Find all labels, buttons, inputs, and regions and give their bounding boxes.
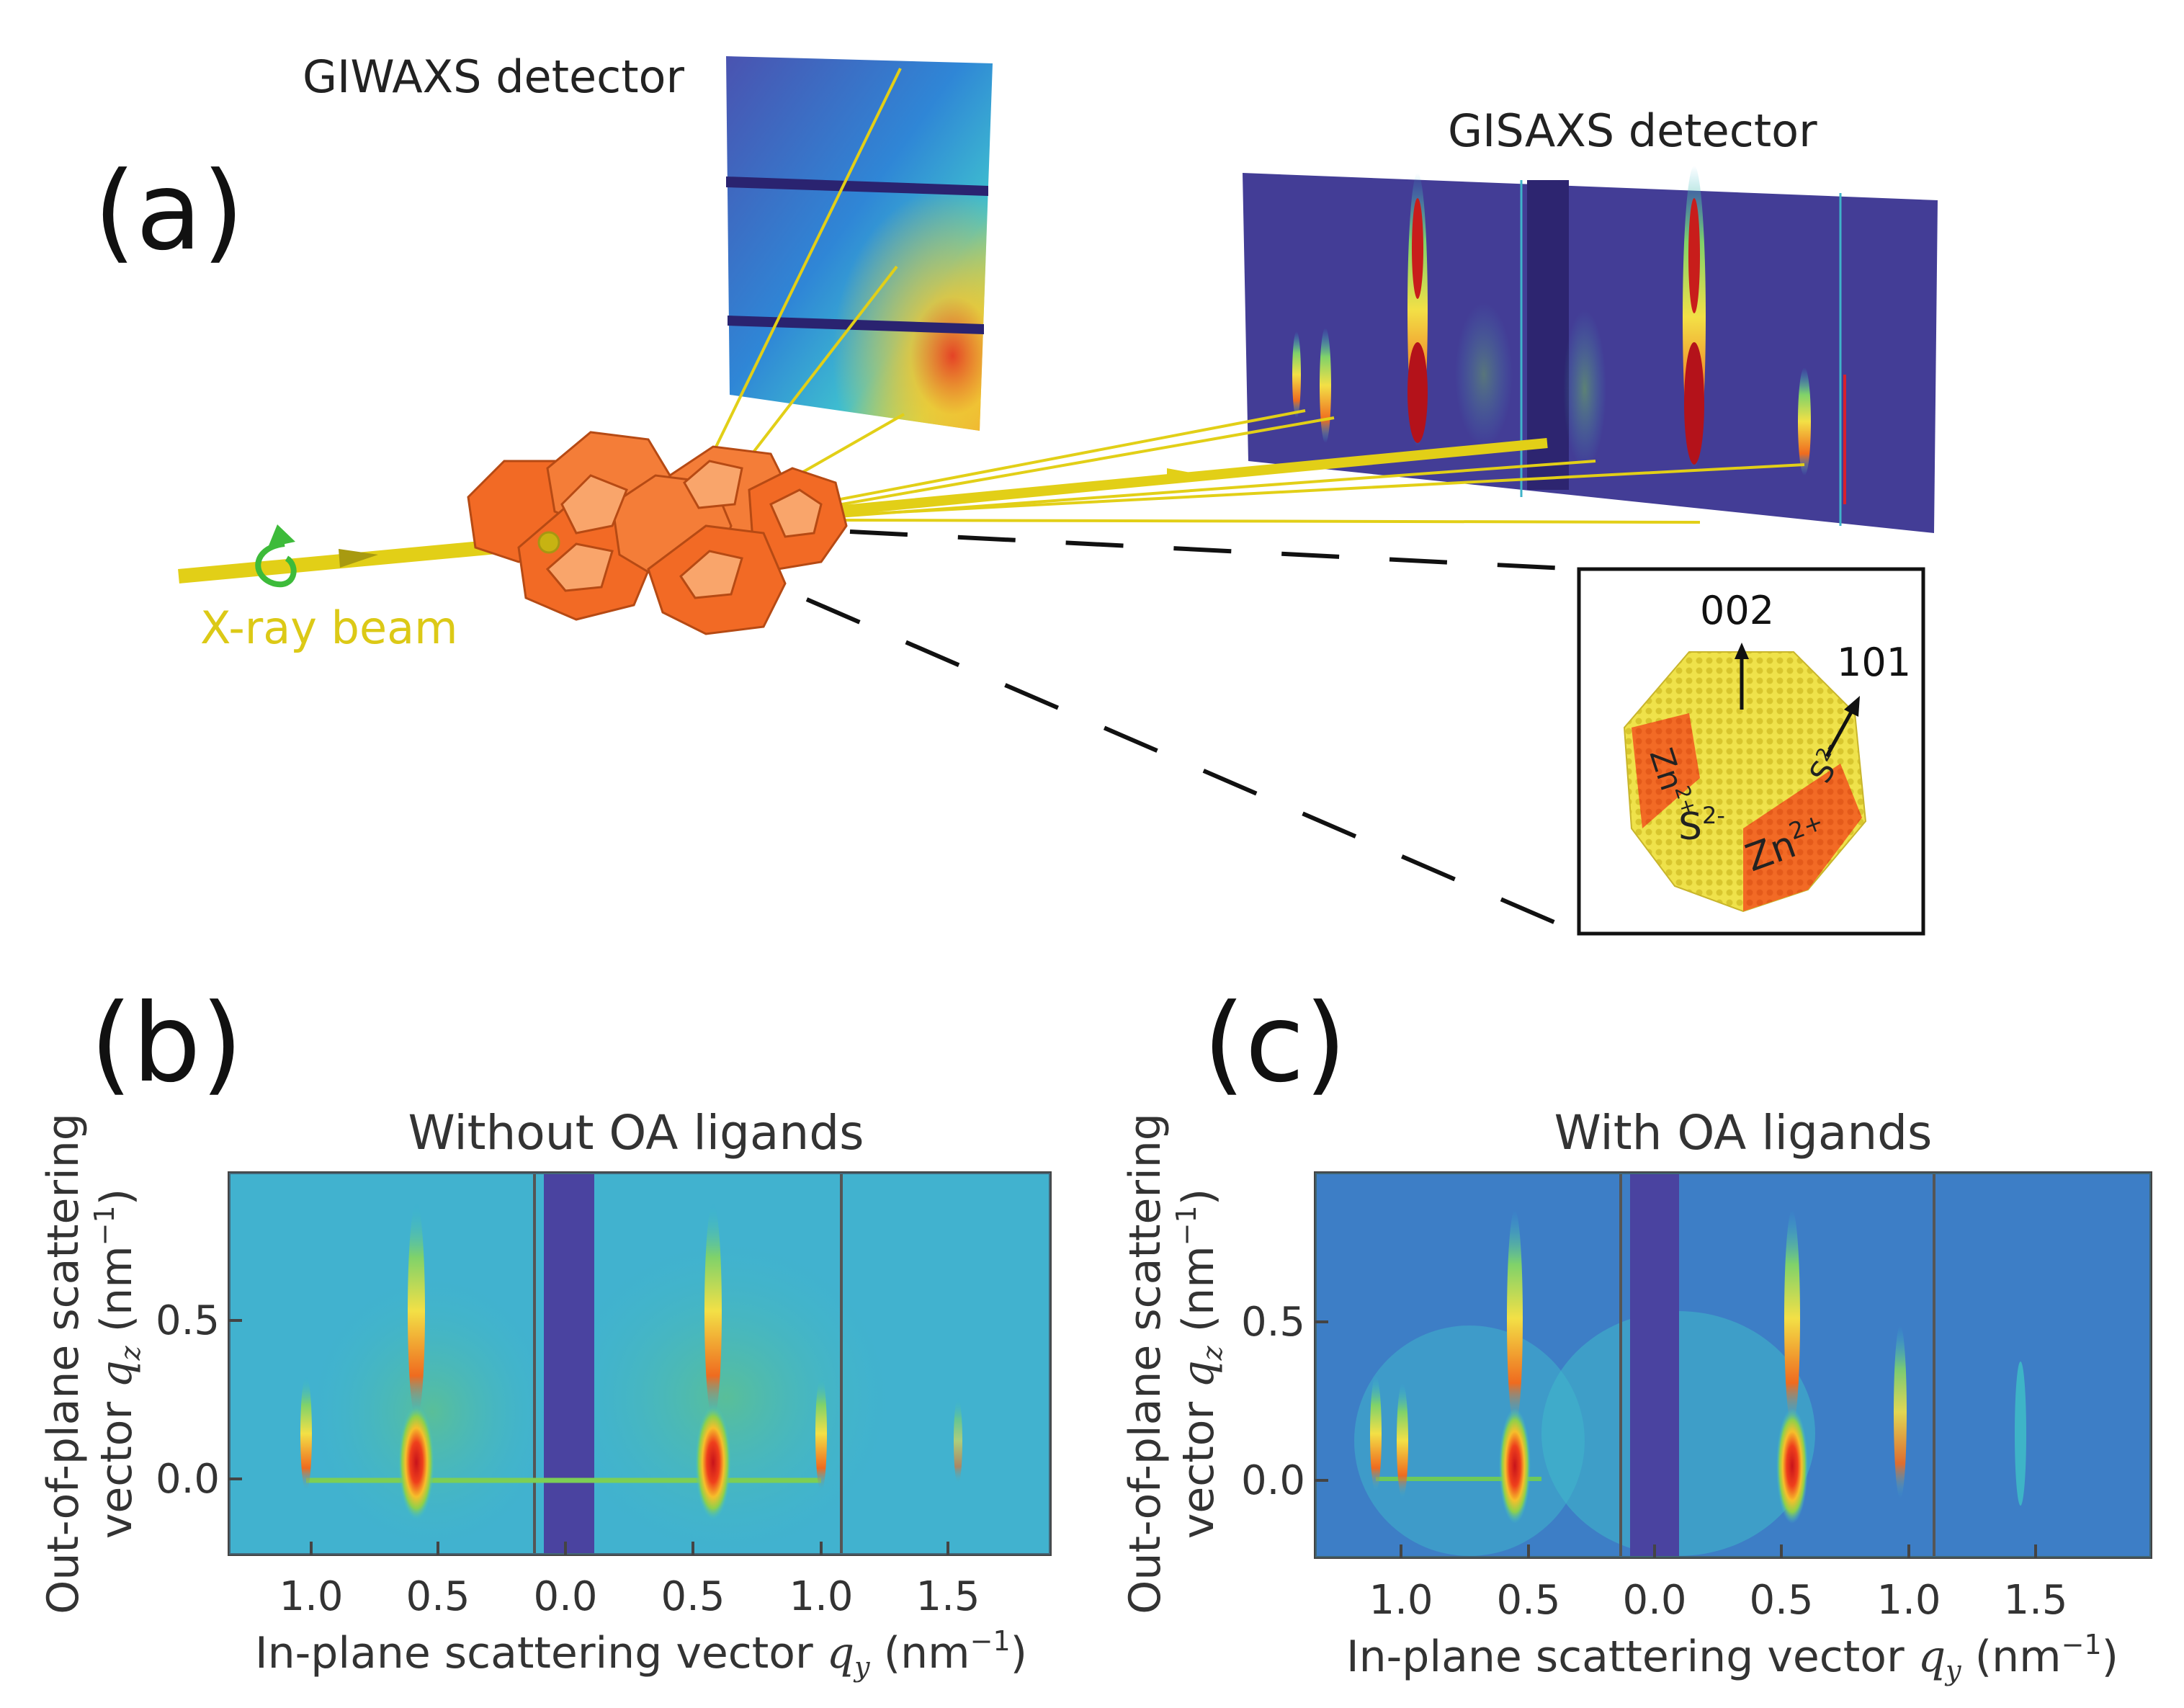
panel-a-label: (a) <box>94 149 244 274</box>
panel-c-plot <box>1314 1171 2152 1559</box>
beamstop <box>1527 180 1569 490</box>
svg-text:Out-of-plane scattering: Out-of-plane scattering <box>1120 1113 1171 1614</box>
panel-c-xtick: 1.5 <box>2003 1577 2067 1624</box>
panel-b-xtick: 0.5 <box>661 1573 725 1620</box>
svg-text:vector qz (nm−1): vector qz (nm−1) <box>89 1189 146 1539</box>
panel-c-xtick: 0.0 <box>1622 1577 1686 1624</box>
nanocrystal-cluster <box>467 431 848 635</box>
panel-c-xtick: 1.0 <box>1369 1577 1433 1624</box>
inset-arrow-101-label: 101 <box>1837 640 1911 685</box>
xray-beam-label: X-ray beam <box>200 602 458 654</box>
gisaxs-detector <box>1243 166 1938 533</box>
svg-text:vector qz (nm−1): vector qz (nm−1) <box>1171 1189 1228 1539</box>
panel-c: (c) With OA ligands <box>1120 981 2152 1686</box>
panel-b-xtick: 1.0 <box>789 1573 853 1620</box>
panel-b-title: Without OA ligands <box>408 1105 864 1161</box>
panel-b-xlabel: In-plane scattering vector qy (nm−1) <box>255 1625 1027 1683</box>
panel-c-ytick: 0.0 <box>1241 1457 1305 1504</box>
inset-facet-s-front-label: S2- <box>1678 802 1725 849</box>
giwaxs-detector-label: GIWAXS detector <box>303 50 684 103</box>
panel-c-xtick: 1.0 <box>1876 1577 1941 1624</box>
panel-c-label: (c) <box>1203 981 1347 1106</box>
beamstop <box>1630 1174 1679 1556</box>
inset-arrow-002-label: 002 <box>1700 588 1774 633</box>
panel-b-label: (b) <box>90 981 243 1106</box>
zoom-lines <box>805 529 1580 935</box>
panel-b-xtick: 1.0 <box>279 1573 343 1620</box>
panel-b-xtick: 0.0 <box>533 1573 597 1620</box>
facet-zn-front <box>1743 764 1862 911</box>
panel-c-ytick: 0.5 <box>1241 1299 1305 1346</box>
nanocrystal-inset <box>1577 567 1925 936</box>
panel-b-ticks <box>229 1319 949 1555</box>
detector-gap <box>728 316 984 334</box>
panel-b-plot <box>228 1171 1052 1556</box>
panel-b-ytick: 0.0 <box>156 1456 220 1503</box>
panel-c-xtick: 0.5 <box>1749 1577 1813 1624</box>
scattered-rays <box>690 68 1805 524</box>
panel-c-xtick: 0.5 <box>1496 1577 1560 1624</box>
panel-b: (b) Without OA ligands <box>38 981 1052 1683</box>
panel-c-title: With OA ligands <box>1554 1105 1933 1161</box>
panel-b-xtick: 1.5 <box>916 1573 980 1620</box>
panel-a: (a) GIWAXS detector GISAXS detector <box>94 50 1938 936</box>
panel-b-xtick: 0.5 <box>406 1573 470 1620</box>
rotation-arrow-icon <box>255 541 297 588</box>
svg-text:Out-of-plane scattering: Out-of-plane scattering <box>38 1113 89 1614</box>
detector-gap <box>726 176 988 196</box>
giwaxs-detector <box>726 56 993 431</box>
panel-c-xlabel: In-plane scattering vector qy (nm−1) <box>1346 1629 2118 1686</box>
panel-b-ytick: 0.5 <box>156 1297 220 1344</box>
panel-b-ylabel: Out-of-plane scattering vector qz (nm−1) <box>38 1113 146 1614</box>
panel-c-ylabel: Out-of-plane scattering vector qz (nm−1) <box>1120 1113 1228 1614</box>
facet-zn-side <box>1632 713 1700 828</box>
beamstop <box>544 1174 594 1553</box>
gisaxs-detector-label: GISAXS detector <box>1448 104 1817 157</box>
panel-c-ticks <box>1315 1320 2037 1557</box>
